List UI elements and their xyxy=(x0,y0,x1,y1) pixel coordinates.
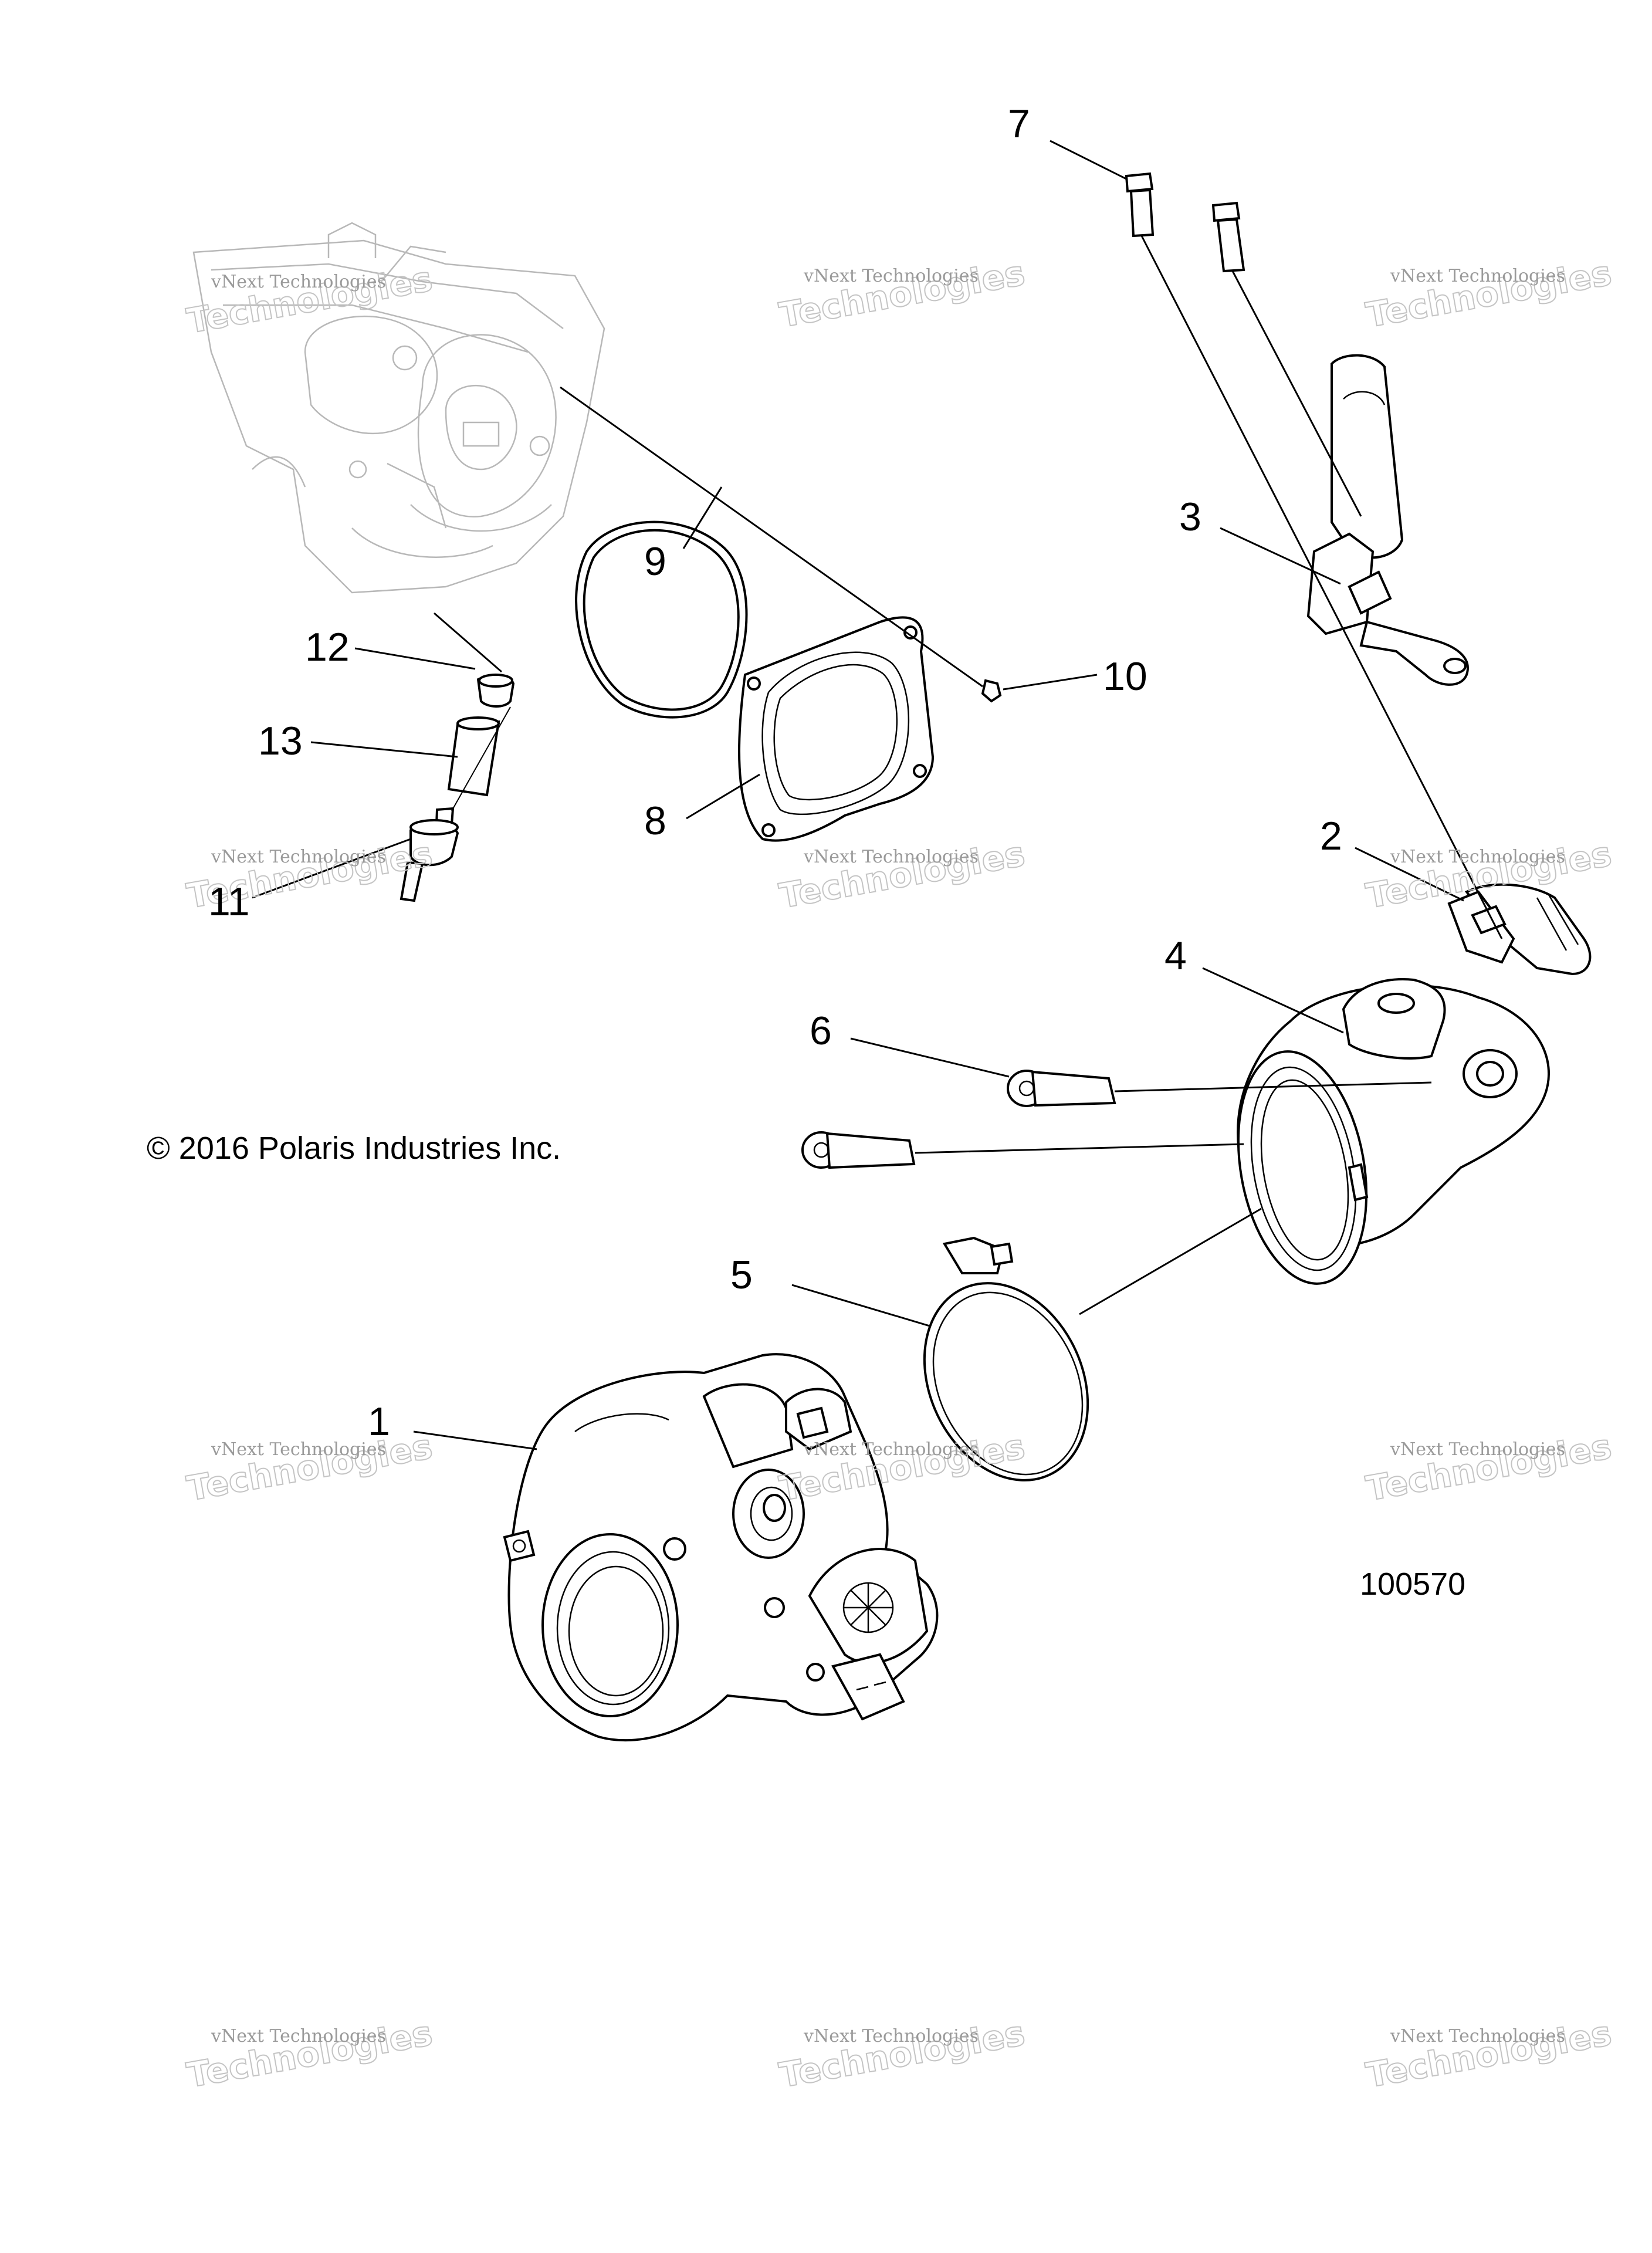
svg-text:vNext Technologies: vNext Technologies xyxy=(803,1439,979,1460)
callout-13: 13 xyxy=(258,719,303,763)
watermark: Technologies vNext Technologies xyxy=(1363,252,1615,336)
screw-part-10 xyxy=(981,679,1002,703)
watermark: Technologies vNext Technologies xyxy=(776,833,1028,916)
callout-10: 10 xyxy=(1103,654,1147,699)
watermark: Technologies vNext Technologies xyxy=(184,2012,436,2096)
svg-text:vNext Technologies: vNext Technologies xyxy=(211,847,386,867)
engine-housing-illustration xyxy=(192,222,605,594)
callout-12: 12 xyxy=(305,625,350,669)
watermark: Technologies vNext Technologies xyxy=(776,252,1028,336)
hose-part-13 xyxy=(447,716,500,797)
callout-11: 11 xyxy=(208,879,250,924)
throttle-body-part-1 xyxy=(503,1353,939,1742)
svg-text:vNext Technologies: vNext Technologies xyxy=(1390,266,1565,286)
svg-text:vNext Technologies: vNext Technologies xyxy=(803,266,979,286)
fitting-part-12 xyxy=(476,674,515,708)
svg-text:vNext Technologies: vNext Technologies xyxy=(211,2026,386,2046)
fuel-rail-bracket-part-3 xyxy=(1306,354,1469,686)
callout-labels: 1 2 3 4 5 6 7 8 9 10 11 12 13 xyxy=(208,102,1342,1444)
svg-text:vNext Technologies: vNext Technologies xyxy=(1390,2026,1565,2046)
watermark: Technologies vNext Technologies xyxy=(1363,1426,1615,1509)
hose-clamp-part-5 xyxy=(923,1236,1089,1481)
watermark: Technologies vNext Technologies xyxy=(776,2012,1028,2096)
svg-text:vNext Technologies: vNext Technologies xyxy=(803,847,979,867)
svg-text:vNext Technologies: vNext Technologies xyxy=(211,272,386,292)
callout-4: 4 xyxy=(1164,933,1187,978)
check-valve-part-11 xyxy=(400,807,459,902)
bolt-part-7 xyxy=(1125,172,1245,273)
intake-adapter-part-4 xyxy=(1236,978,1551,1285)
watermark: Technologies vNext Technologies xyxy=(776,1426,1028,1509)
svg-text:vNext Technologies: vNext Technologies xyxy=(803,2026,979,2046)
callout-2: 2 xyxy=(1320,814,1342,858)
gasket-plate-part-8 xyxy=(738,616,935,842)
callout-1: 1 xyxy=(368,1399,390,1444)
callout-5: 5 xyxy=(730,1253,753,1297)
svg-text:vNext Technologies: vNext Technologies xyxy=(1390,847,1565,867)
svg-text:vNext Technologies: vNext Technologies xyxy=(1390,1439,1565,1460)
leader-lines xyxy=(252,140,1503,1450)
watermark: Technologies vNext Technologies xyxy=(184,258,436,341)
copyright-notice: © 2016 Polaris Industries Inc. xyxy=(147,1131,561,1166)
callout-7: 7 xyxy=(1008,102,1030,146)
callout-9: 9 xyxy=(644,539,666,584)
svg-text:vNext Technologies: vNext Technologies xyxy=(211,1439,386,1460)
callout-8: 8 xyxy=(644,799,666,843)
figure-number: 100570 xyxy=(1360,1567,1465,1602)
callout-3: 3 xyxy=(1179,495,1201,539)
fuel-injector-part-2 xyxy=(1447,883,1592,976)
callout-6: 6 xyxy=(810,1009,832,1053)
o-ring-part-9 xyxy=(575,520,748,719)
cap-screw-part-6 xyxy=(801,1070,1116,1169)
watermark: Technologies vNext Technologies xyxy=(184,1426,436,1509)
watermark: Technologies vNext Technologies xyxy=(1363,2012,1615,2096)
